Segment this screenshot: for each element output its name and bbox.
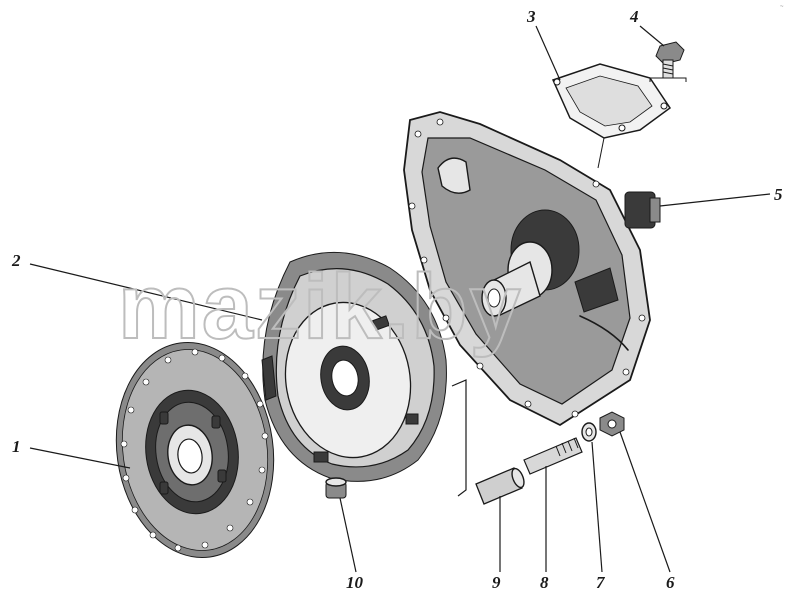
- callout-2: 2: [11, 251, 21, 270]
- watermark: mazik.by: [118, 256, 523, 358]
- callout-7: 7: [596, 573, 606, 592]
- stud: [523, 437, 583, 475]
- clutch-disc: [115, 342, 275, 558]
- callout-1: 1: [12, 437, 21, 456]
- callout-3: 3: [526, 7, 536, 26]
- bushing: [475, 467, 525, 505]
- corner-mark: ~: [780, 4, 784, 10]
- plug: [325, 477, 347, 499]
- washer: [581, 422, 597, 442]
- clutch-housing: [403, 111, 661, 427]
- callout-8: 8: [540, 573, 549, 592]
- parts-bracket: [451, 379, 467, 497]
- pressure-plate: [261, 251, 447, 482]
- bolt: [649, 41, 687, 82]
- callout-10: 10: [346, 573, 364, 592]
- callout-4: 4: [629, 7, 639, 26]
- leader-lines: [29, 25, 771, 573]
- nut: [599, 411, 625, 437]
- cover-plate: [551, 63, 672, 169]
- callout-5: 5: [774, 185, 783, 204]
- callout-9: 9: [492, 573, 501, 592]
- callout-6: 6: [666, 573, 675, 592]
